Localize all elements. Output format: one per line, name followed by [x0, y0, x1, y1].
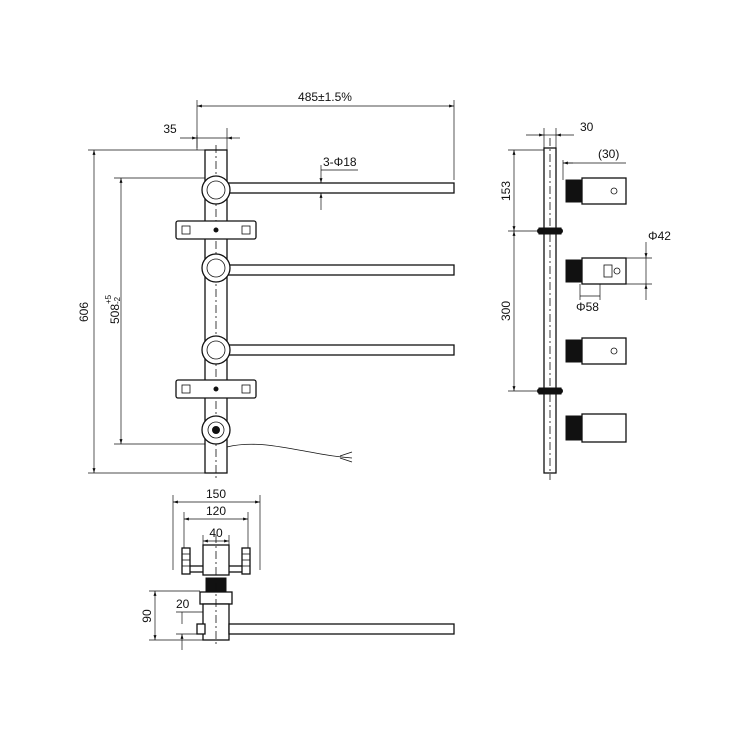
dim-centres-tol-upper: +5 — [104, 294, 113, 304]
front-view: 485±1.5% 35 3-Φ18 606 508 +5 -2 — [77, 90, 455, 478]
dim-dia-large: Φ58 — [576, 300, 599, 314]
wall-bracket-upper — [175, 220, 257, 240]
dim-centres-tol-lower: -2 — [113, 296, 122, 304]
side-view: 30 (30) 153 300 Φ42 Φ58 — [499, 120, 671, 480]
joint-ring-2 — [201, 253, 231, 283]
dim-bar-callout: 3-Φ18 — [323, 155, 357, 169]
wall-bracket-lower — [175, 379, 257, 399]
dim-plan-overall-width: 150 — [206, 487, 226, 501]
joint-ring-1 — [201, 175, 231, 205]
plan-stud-right — [241, 547, 251, 575]
dim-top-offset: 153 — [499, 181, 513, 201]
dim-pipe-width: 35 — [163, 122, 177, 136]
joint-ring-3 — [201, 335, 231, 365]
dim-top-width: 30 — [580, 120, 594, 134]
dim-centres: 508 — [108, 304, 122, 324]
dim-plan-depth: 90 — [140, 609, 154, 623]
side-knob-4 — [565, 413, 627, 443]
side-bracket-upper — [537, 227, 563, 235]
bottom-view: 150 120 40 90 20 — [140, 487, 455, 650]
side-knob-2 — [565, 257, 627, 285]
dim-overall-height: 606 — [77, 302, 91, 322]
heating-bar-3 — [227, 344, 455, 356]
dim-overall-width: 485±1.5% — [298, 90, 352, 104]
power-connector — [201, 415, 231, 445]
heating-bar-1 — [227, 182, 455, 194]
dim-dia-small: Φ42 — [648, 229, 671, 243]
heating-bar-2 — [227, 264, 455, 276]
side-bracket-lower — [537, 387, 563, 395]
plan-bar — [228, 623, 455, 635]
dim-plan-bracket-width: 120 — [206, 504, 226, 518]
dim-ref-width: (30) — [598, 147, 619, 161]
power-cable — [226, 443, 353, 459]
dim-bracket-spacing: 300 — [499, 301, 513, 321]
dim-plan-offset: 20 — [176, 597, 190, 611]
plan-stud-left — [181, 547, 191, 575]
side-knob-1 — [565, 177, 627, 205]
side-knob-3 — [565, 337, 627, 365]
dim-plan-center-width: 40 — [209, 526, 223, 540]
